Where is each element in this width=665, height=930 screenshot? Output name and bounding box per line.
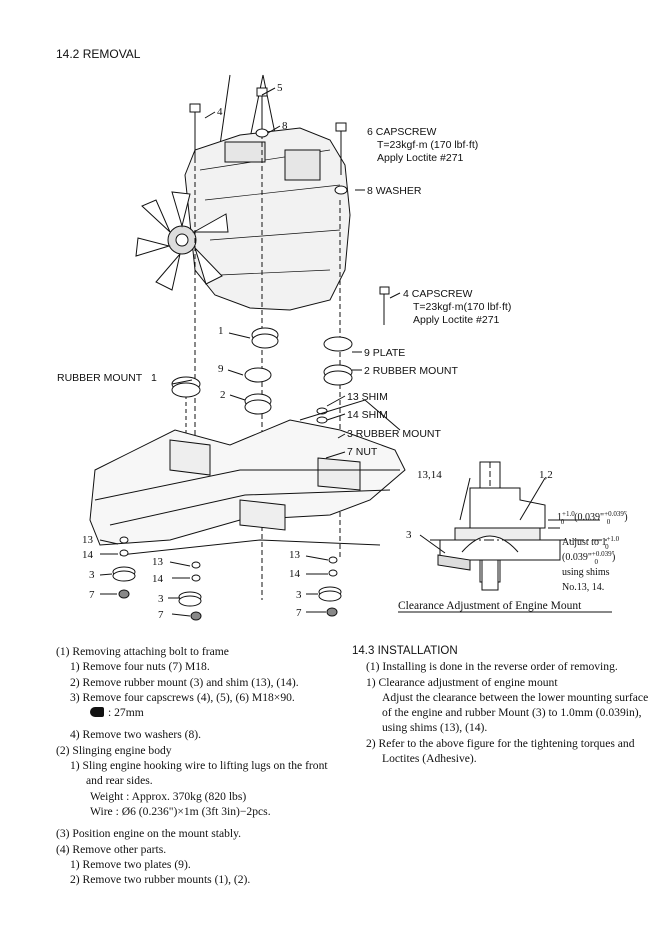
capscrew-6-loctite: Apply Loctite #271 [377,152,464,164]
callout-14-mid: 14 [152,573,164,585]
installation-title: 14.3 INSTALLATION [352,645,458,657]
nut-7-label: 7 NUT [347,446,378,458]
section-title: 14.2 REMOVAL [56,47,141,61]
callout-7-left: 7 [89,589,95,601]
clearance-detail [398,461,612,613]
rubber-mount-1-label: RUBBER MOUNT [57,372,143,384]
rubber-mount-2-label: 2 RUBBER MOUNT [364,365,459,377]
capscrew-6-torque: T=23kgf·m (170 lbf·ft) [377,139,478,151]
detail-label-3: 3 [406,529,412,541]
callout-3-mid: 3 [158,593,164,605]
installation-steps: 14.3 INSTALLATION (1) Installing is done… [352,644,652,766]
callout-5: 5 [277,82,283,94]
step-1-3-tool: : 27mm [56,705,346,720]
step-1: (1) Removing attaching bolt to frame [56,645,229,658]
callout-13-mid: 13 [152,556,164,568]
detail-adjust-line2: (0.039"+0.039"0) [562,550,615,566]
engine-mount-exploded-view: 4 5 8 1 9 2 13 14 3 7 13 14 3 7 13 14 3 … [57,74,628,621]
detail-adjust-line3: using shims [562,567,610,578]
step-2: (2) Slinging engine body [56,743,172,757]
removal-steps: (1) Removing attaching bolt to frame 1) … [56,644,346,887]
install-step-1: (1) Installing is done in the reverse or… [366,660,618,674]
step-2-1: 1) Sling engine hooking wire to lifting … [70,759,328,788]
callout-14-right: 14 [289,568,301,580]
step-4-1: 1) Remove two plates (9). [70,857,191,871]
detail-caption: Clearance Adjustment of Engine Mount [398,600,582,612]
step-3: (3) Position engine on the mount stably. [56,827,242,841]
capscrew-6-title: 6 CAPSCREW [367,126,437,138]
callout-8-top: 8 [282,120,288,132]
step-2-wire: Wire : Ø6 (0.236")×1m (3ft 3in)−2pcs. [90,804,271,818]
step-1-3-tool-size: : 27mm [108,706,144,720]
rubber-mount-3-label: 3 RUBBER MOUNT [347,428,442,440]
step-1-3: 3) Remove four capscrews (4), (5), (6) M… [70,690,295,704]
step-1-2: 2) Remove rubber mount (3) and shim (13)… [70,675,299,689]
step-4-2: 2) Remove two rubber mounts (1), (2). [70,873,251,887]
callout-7-right: 7 [296,607,302,619]
capscrew-4-torque: T=23kgf·m(170 lbf·ft) [413,301,511,313]
callout-1-center: 1 [218,325,224,337]
step-1-1: 1) Remove four nuts (7) M18. [70,660,210,674]
install-step-1-2: 2) Refer to the above figure for the tig… [366,736,635,766]
detail-label-1-2: 1,2 [539,469,553,481]
detail-adjust-line4: No.13, 14. [562,582,604,593]
rubber-mount-1-num: 1 [151,372,157,384]
callout-3-left: 3 [89,569,95,581]
washer-8-label: 8 WASHER [367,185,422,197]
callout-13-right: 13 [289,549,301,561]
plate-9-label: 9 PLATE [364,347,405,359]
detail-label-13-14: 13,14 [417,469,442,481]
install-step-1-1: 1) Clearance adjustment of engine mount [366,675,558,689]
capscrew-4-loctite: Apply Loctite #271 [413,314,500,326]
install-step-1-1-text: Adjust the clearance between the lower m… [382,690,649,735]
callout-14-left: 14 [82,549,94,561]
callout-3-right: 3 [296,589,302,601]
step-2-weight: Weight : Approx. 370kg (820 lbs) [90,789,247,803]
step-1-4: 4) Remove two washers (8). [70,728,202,742]
callout-9-center: 9 [218,363,224,375]
capscrew-4-title: 4 CAPSCREW [403,288,473,300]
callout-7-mid: 7 [158,609,164,621]
callout-2-center: 2 [220,389,226,401]
callout-13-left: 13 [82,534,94,546]
step-4: (4) Remove other parts. [56,842,167,856]
shim-14-label: 14 SHIM [347,409,388,421]
socket-wrench-icon [90,707,104,718]
fan [135,191,229,291]
shim-13-label: 13 SHIM [347,391,388,403]
callout-4-top: 4 [217,106,223,118]
